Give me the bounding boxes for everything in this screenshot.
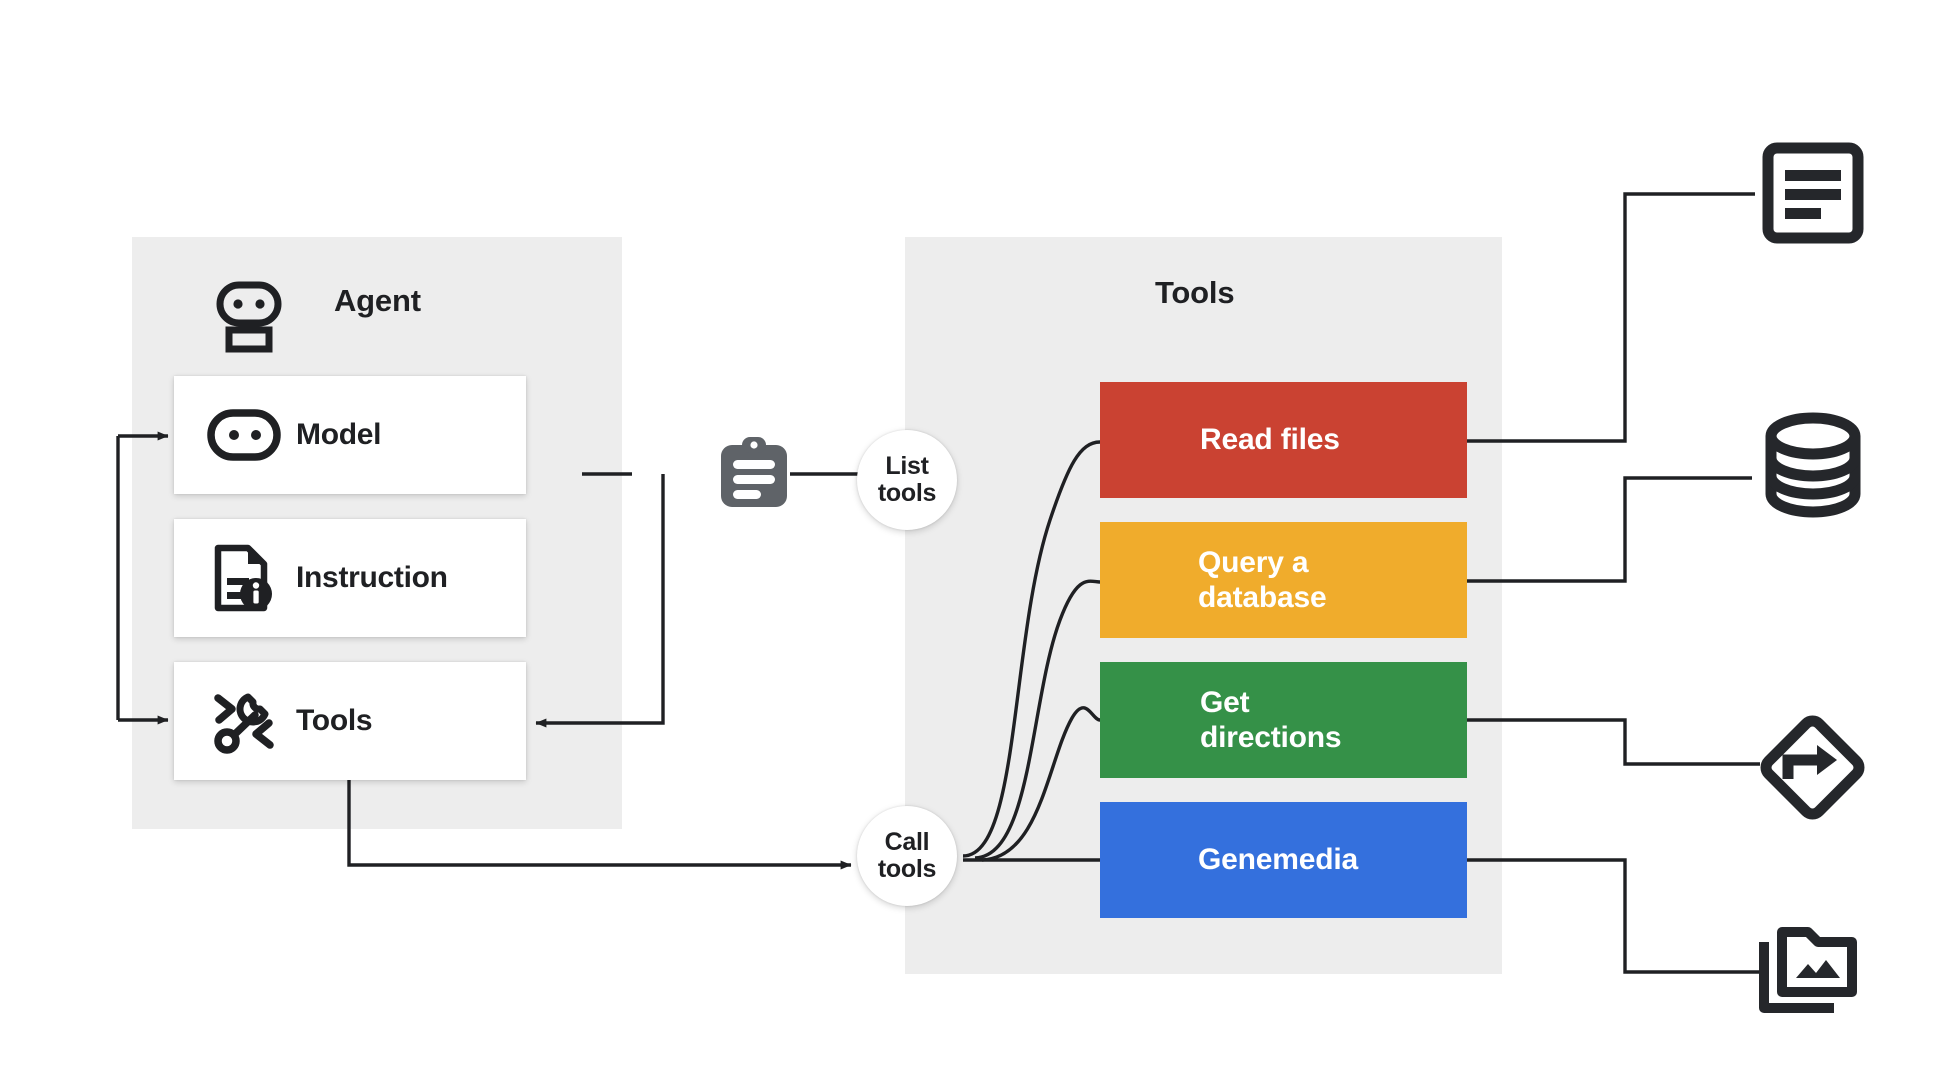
tool-read-files-label: Read files xyxy=(1200,423,1340,457)
model-chip-icon xyxy=(206,409,282,461)
document-lines-icon xyxy=(1758,138,1868,248)
tool-box-read-files[interactable]: Read files xyxy=(1100,382,1467,498)
wire-query-to-database xyxy=(1467,476,1752,583)
wire-media-to-folder xyxy=(1467,858,1760,974)
bubble-call-tools-line1: Call xyxy=(884,828,930,856)
directions-sign-icon xyxy=(1755,710,1865,820)
bubble-call-tools[interactable]: Call tools xyxy=(857,806,957,906)
tool-directions-label-line2: directions xyxy=(1200,721,1342,754)
wire-readfiles-to-document xyxy=(1467,192,1755,443)
agent-card-instruction-label: Instruction xyxy=(296,561,448,594)
agent-card-instruction[interactable]: Instruction xyxy=(174,519,526,637)
bubble-call-tools-line2: tools xyxy=(877,855,937,883)
database-icon xyxy=(1758,410,1868,520)
tool-box-query-database[interactable]: Query a database xyxy=(1100,522,1467,638)
tools-wrench-icon xyxy=(206,688,282,754)
bubble-list-tools[interactable]: List tools xyxy=(857,430,957,530)
agent-card-tools[interactable]: Tools xyxy=(174,662,526,780)
bubble-list-tools-line2: tools xyxy=(877,479,937,507)
tool-query-label-line1: Query a xyxy=(1198,545,1309,579)
tool-box-get-directions[interactable]: Get directions xyxy=(1100,662,1467,778)
clipboard-list-icon xyxy=(717,437,791,511)
agent-card-tools-label: Tools xyxy=(296,704,373,737)
robot-head-icon xyxy=(212,280,286,354)
agent-card-model-label: Model xyxy=(296,418,382,451)
tool-genemedia-label: Genemedia xyxy=(1198,843,1358,877)
bubble-list-tools-line1: List xyxy=(885,452,929,480)
agent-card-model[interactable]: Model xyxy=(174,376,526,494)
wire-directions-to-sign xyxy=(1467,718,1760,766)
tool-directions-label-line1: Get xyxy=(1200,685,1250,719)
tool-query-label-line2: database xyxy=(1198,581,1327,614)
tool-box-genemedia[interactable]: Genemedia xyxy=(1100,802,1467,918)
tools-panel-title: Tools xyxy=(1155,275,1235,310)
agent-panel-title: Agent xyxy=(334,283,421,318)
media-folder-icon xyxy=(1758,920,1868,1030)
document-info-icon xyxy=(206,544,282,612)
